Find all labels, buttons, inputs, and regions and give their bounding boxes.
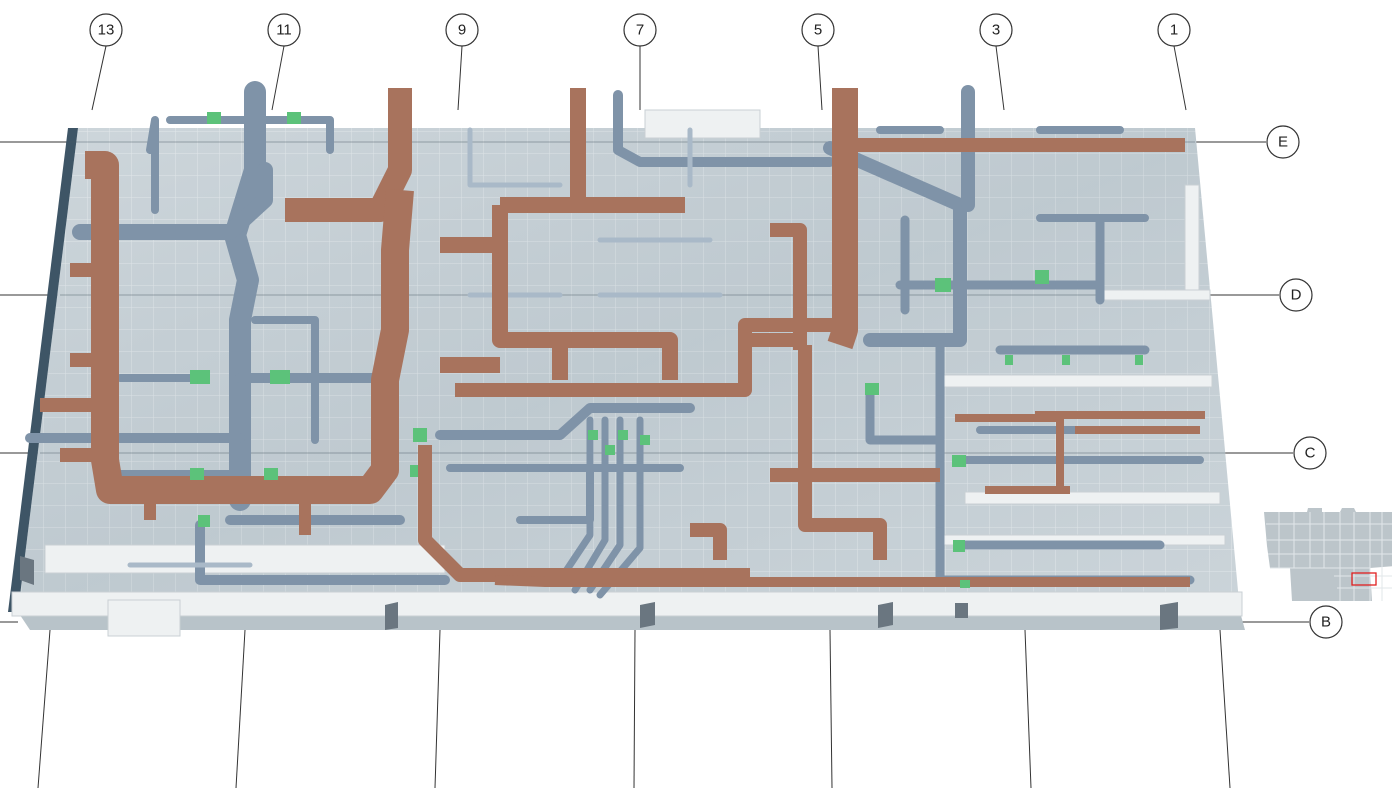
current-view-highlight <box>1351 572 1377 586</box>
grid-bubble-9[interactable]: 9 <box>445 13 479 47</box>
grid-bubble-C[interactable]: C <box>1293 436 1327 470</box>
grid-label: D <box>1291 287 1302 304</box>
grid-label: B <box>1321 614 1331 631</box>
grid-label: 3 <box>992 22 1000 39</box>
grid-label: 5 <box>814 22 822 39</box>
grid-bubble-E[interactable]: E <box>1266 125 1300 159</box>
grid-label: C <box>1305 445 1316 462</box>
return-duct-network <box>25 81 1204 599</box>
grid-label: 13 <box>98 22 115 39</box>
grid-label: 11 <box>276 22 292 39</box>
grid-bubble-3[interactable]: 3 <box>979 13 1013 47</box>
grid-label: E <box>1278 134 1288 151</box>
grid-bubble-11[interactable]: 11 <box>267 13 301 47</box>
grid-lines <box>0 45 1309 788</box>
supply-duct-network <box>40 88 1205 587</box>
grid-label: 7 <box>636 22 644 39</box>
grid-label: 9 <box>458 22 466 39</box>
grid-label: 1 <box>1170 22 1178 39</box>
vav-boxes <box>190 112 1143 588</box>
grid-bubble-D[interactable]: D <box>1279 278 1313 312</box>
grid-bubble-7[interactable]: 7 <box>623 13 657 47</box>
grid-bubble-13[interactable]: 13 <box>89 13 123 47</box>
grid-bubble-1[interactable]: 1 <box>1157 13 1191 47</box>
grid-bubble-5[interactable]: 5 <box>801 13 835 47</box>
grid-bubble-B[interactable]: B <box>1309 605 1343 639</box>
floor-plan-minimap-icon[interactable] <box>1262 506 1392 601</box>
